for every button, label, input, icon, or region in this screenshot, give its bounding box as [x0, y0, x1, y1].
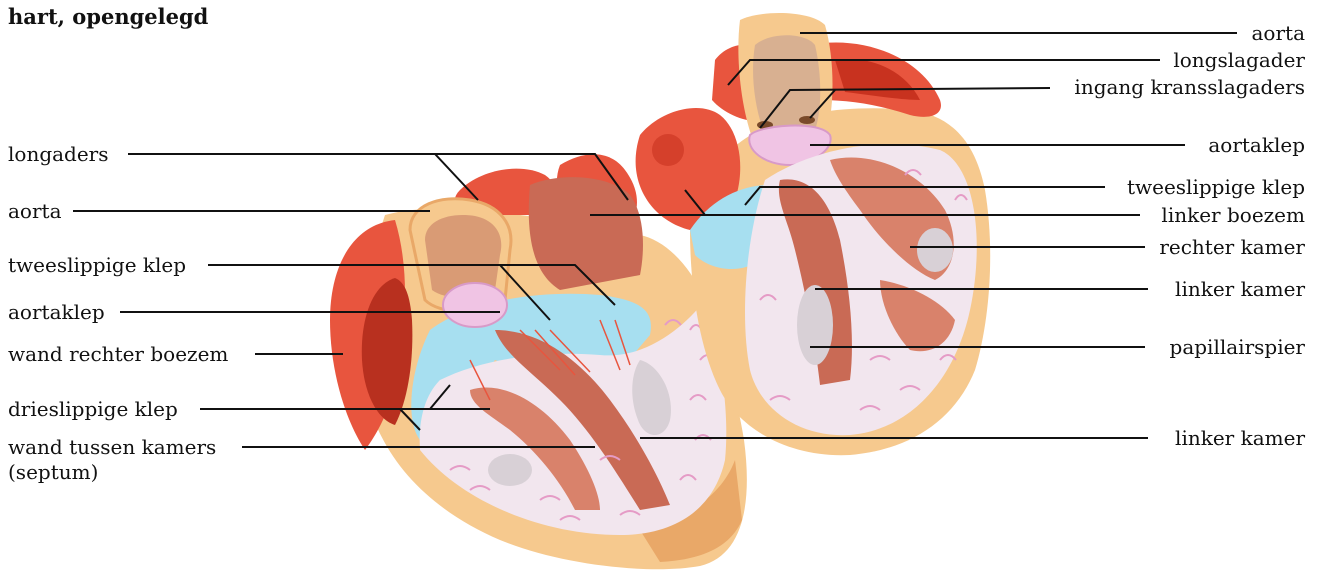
- right-figure-papillary: [797, 285, 833, 365]
- label-aorta-left: aorta: [8, 199, 62, 223]
- label-drieslippige-klep: drieslippige klep: [8, 397, 178, 421]
- label-wand-tussen-kamers: wand tussen kamers: [8, 435, 216, 459]
- coronary-ostium-2: [799, 116, 815, 124]
- label-ingang-kransslagaders: ingang kransslagaders: [1074, 75, 1305, 99]
- label-aortaklep-left: aortaklep: [8, 300, 105, 324]
- label-rechter-kamer: rechter kamer: [1159, 235, 1305, 259]
- left-aortic-valve: [443, 283, 507, 327]
- left-atrium-cavity: [529, 177, 643, 290]
- label-wand-rechter-boezem: wand rechter boezem: [8, 342, 228, 366]
- right-figure-papillary-2: [917, 228, 953, 272]
- papillary-left-2: [488, 454, 532, 486]
- label-tweeslippige-klep-left: tweeslippige klep: [8, 253, 186, 277]
- label-aortaklep-right: aortaklep: [1208, 133, 1305, 157]
- label-linker-kamer-upper: linker kamer: [1175, 277, 1305, 301]
- label-septum: (septum): [8, 460, 98, 484]
- label-tweeslippige-klep-right: tweeslippige klep: [1127, 175, 1305, 199]
- label-longslagader: longslagader: [1173, 48, 1305, 72]
- leader-longaders: [128, 154, 478, 200]
- label-papillairspier: papillairspier: [1170, 335, 1305, 359]
- label-longaders: longaders: [8, 142, 109, 166]
- right-figure-atrium-shadow: [652, 134, 684, 166]
- label-linker-boezem: linker boezem: [1161, 203, 1305, 227]
- label-linker-kamer-lower: linker kamer: [1175, 426, 1305, 450]
- label-aorta-right: aorta: [1252, 21, 1306, 45]
